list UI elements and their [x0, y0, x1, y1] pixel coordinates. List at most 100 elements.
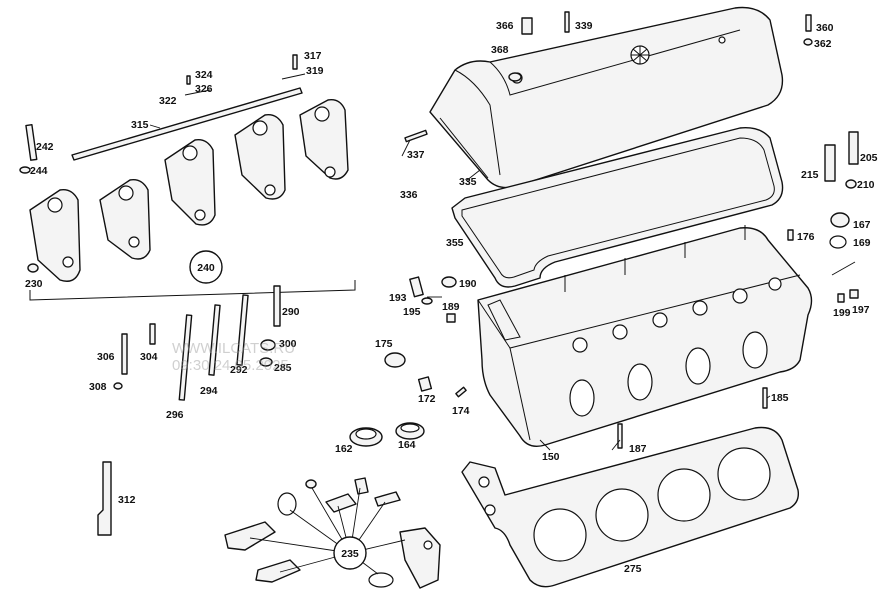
- callout-292[interactable]: 292: [230, 364, 248, 376]
- bolt-292[interactable]: [236, 294, 249, 366]
- bolt-304[interactable]: [149, 323, 156, 345]
- callout-167[interactable]: 167: [853, 219, 871, 231]
- callout-306[interactable]: 306: [97, 351, 115, 363]
- valve-cover-gasket-355[interactable]: [451, 127, 784, 288]
- callout-360[interactable]: 360: [816, 22, 834, 34]
- plug-190[interactable]: [441, 276, 457, 288]
- callout-169[interactable]: 169: [853, 237, 871, 249]
- callout-317[interactable]: 317: [304, 50, 322, 62]
- callout-326[interactable]: 326: [195, 83, 213, 95]
- callout-366[interactable]: 366: [496, 20, 514, 32]
- callout-193[interactable]: 193: [389, 292, 407, 304]
- callout-205[interactable]: 205: [860, 152, 878, 164]
- washer-195[interactable]: [421, 297, 433, 305]
- seal-368[interactable]: [508, 72, 522, 82]
- washer-362[interactable]: [803, 38, 813, 46]
- callout-368[interactable]: 368: [491, 44, 509, 56]
- washer-244[interactable]: [19, 166, 31, 174]
- callout-324[interactable]: 324: [195, 69, 213, 81]
- callout-bubble-235[interactable]: 235: [333, 536, 367, 570]
- bushing-172[interactable]: [417, 376, 433, 392]
- bracket-312[interactable]: [97, 461, 112, 536]
- callout-362[interactable]: 362: [814, 38, 832, 50]
- bolt-290[interactable]: [273, 285, 281, 327]
- bolt-306[interactable]: [121, 333, 128, 375]
- ring-210[interactable]: [845, 179, 857, 189]
- rocker-arm-group-240[interactable]: [29, 99, 356, 301]
- callout-335[interactable]: 335: [459, 176, 477, 188]
- callout-164[interactable]: 164: [398, 439, 416, 451]
- callout-308[interactable]: 308: [89, 381, 107, 393]
- callout-175[interactable]: 175: [375, 338, 393, 350]
- stud-185[interactable]: [762, 387, 768, 409]
- callout-187[interactable]: 187: [629, 443, 647, 455]
- sleeve-205[interactable]: [848, 131, 859, 165]
- callout-322[interactable]: 322: [159, 95, 177, 107]
- callout-290[interactable]: 290: [282, 306, 300, 318]
- callout-199[interactable]: 199: [833, 307, 851, 319]
- bushing-175[interactable]: [384, 352, 406, 368]
- callout-195[interactable]: 195: [403, 306, 421, 318]
- bolt-294[interactable]: [208, 304, 221, 376]
- callout-355[interactable]: 355: [446, 237, 464, 249]
- callout-174[interactable]: 174: [452, 405, 470, 417]
- callout-176[interactable]: 176: [797, 231, 815, 243]
- fitting-199[interactable]: [837, 293, 845, 303]
- callout-296[interactable]: 296: [166, 409, 184, 421]
- stud-187[interactable]: [617, 423, 623, 449]
- callout-242[interactable]: 242: [36, 141, 54, 153]
- callout-172[interactable]: 172: [418, 393, 436, 405]
- head-gasket-275[interactable]: [461, 426, 800, 588]
- nut-230[interactable]: [27, 263, 39, 273]
- sleeve-215[interactable]: [824, 144, 836, 182]
- callout-285[interactable]: 285: [274, 362, 292, 374]
- callout-labels: 366 339 360 362 368 317 319 324 326 322 …: [25, 20, 878, 575]
- callout-294[interactable]: 294: [200, 385, 218, 397]
- pin-174[interactable]: [455, 386, 467, 398]
- callout-336[interactable]: 336: [400, 189, 418, 201]
- callout-162[interactable]: 162: [335, 443, 353, 455]
- callout-235: 235: [341, 548, 359, 560]
- stud-339[interactable]: [564, 11, 570, 33]
- pin-324[interactable]: [186, 75, 191, 85]
- callout-189[interactable]: 189: [442, 301, 460, 313]
- callout-300[interactable]: 300: [279, 338, 297, 350]
- callout-244[interactable]: 244: [30, 165, 48, 177]
- plug-176[interactable]: [787, 229, 794, 241]
- callout-190[interactable]: 190: [459, 278, 477, 290]
- stud-360[interactable]: [805, 14, 812, 32]
- fitting-197[interactable]: [849, 289, 859, 299]
- bolt-242[interactable]: [25, 124, 38, 161]
- callout-185[interactable]: 185: [771, 392, 789, 404]
- sensor-193[interactable]: [409, 276, 424, 298]
- ring-169[interactable]: [829, 235, 847, 249]
- callout-319[interactable]: 319: [306, 65, 324, 77]
- bolt-296[interactable]: [178, 314, 193, 401]
- seal-162[interactable]: [349, 427, 383, 447]
- callout-bubble-240[interactable]: 240: [189, 250, 223, 284]
- callout-197[interactable]: 197: [852, 304, 870, 316]
- rocker-shaft-315[interactable]: [71, 87, 303, 161]
- fitting-366[interactable]: [521, 17, 533, 35]
- washer-285[interactable]: [259, 357, 273, 367]
- washer-308[interactable]: [113, 382, 123, 390]
- callout-337[interactable]: 337: [407, 149, 425, 161]
- callout-215[interactable]: 215: [801, 169, 819, 181]
- callout-339[interactable]: 339: [575, 20, 593, 32]
- callout-315[interactable]: 315: [131, 119, 149, 131]
- callout-150[interactable]: 150: [542, 451, 560, 463]
- stud-337[interactable]: [404, 129, 428, 143]
- seal-164[interactable]: [395, 422, 425, 440]
- gasket-set-235[interactable]: [224, 477, 441, 589]
- callout-275[interactable]: 275: [624, 563, 642, 575]
- plug-167[interactable]: [830, 212, 850, 228]
- callout-312[interactable]: 312: [118, 494, 136, 506]
- callout-230[interactable]: 230: [25, 278, 43, 290]
- washer-300[interactable]: [260, 339, 276, 351]
- callout-210[interactable]: 210: [857, 179, 875, 191]
- callout-304[interactable]: 304: [140, 351, 158, 363]
- cylinder-head-150[interactable]: [477, 225, 813, 448]
- pin-189[interactable]: [446, 313, 456, 323]
- stud-317[interactable]: [292, 54, 298, 70]
